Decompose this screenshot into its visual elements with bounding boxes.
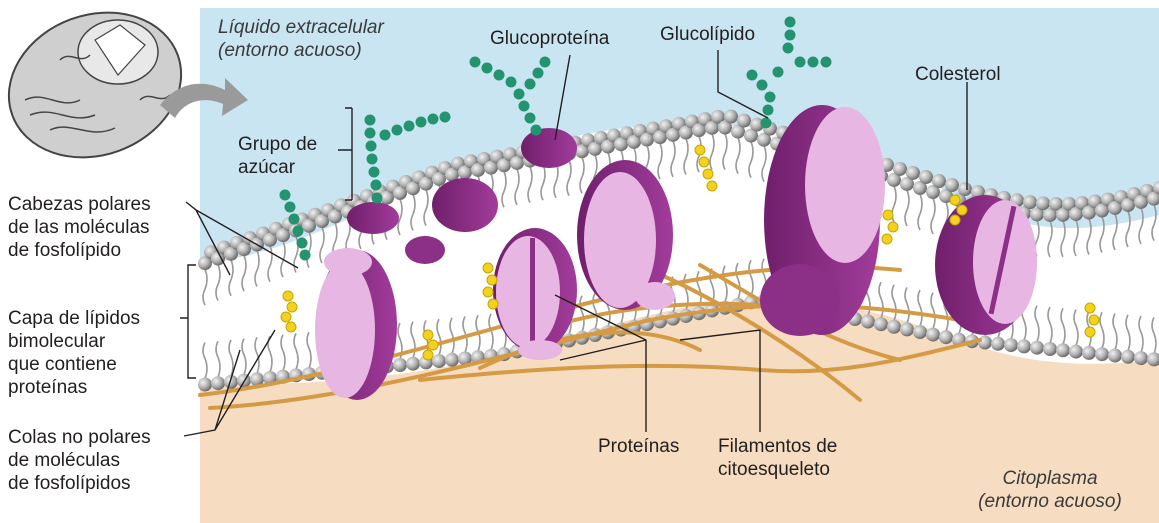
label-glycoprotein: Glucoproteína: [490, 28, 610, 49]
phospholipid-head: [1095, 347, 1109, 361]
phospholipid-head: [1004, 338, 1018, 352]
phospholipid-head: [1108, 349, 1122, 363]
protein-right: [935, 195, 1037, 335]
phospholipid-head: [198, 378, 212, 392]
phospholipid-head: [919, 170, 933, 184]
phospholipid-head: [1082, 346, 1096, 360]
label-polar-heads: Cabezas polaresde las moléculasde fosfol…: [8, 194, 151, 261]
phospholipid-head: [1030, 341, 1044, 355]
label-glycolipid: Glucolípido: [660, 24, 755, 45]
phospholipid-head: [926, 328, 940, 342]
phospholipid-head: [874, 317, 888, 331]
phospholipid-head: [978, 336, 992, 350]
phospholipid-head: [1017, 339, 1031, 353]
phospholipid-head: [737, 114, 751, 128]
phospholipid-head: [939, 330, 953, 344]
phospholipid-head: [432, 354, 446, 368]
phospholipid-head: [1043, 342, 1057, 356]
phospholipid-head: [945, 178, 959, 192]
label-cholesterol: Colesterol: [915, 64, 1001, 85]
phospholipid-head: [1121, 350, 1135, 364]
phospholipid-head: [893, 162, 907, 176]
phospholipid-head: [861, 315, 875, 329]
phospholipid-head: [393, 358, 407, 372]
phospholipid-head: [1036, 196, 1050, 210]
label-nonpolar-tails: Colas no polaresde moléculasde fosfolípi…: [8, 427, 151, 494]
phospholipid-head: [1134, 351, 1148, 365]
phospholipid-head: [406, 357, 420, 371]
cell-thumbnail: [0, 0, 202, 181]
phospholipid-head: [906, 166, 920, 180]
phospholipid-head: [900, 322, 914, 336]
phospholipid-head: [958, 182, 972, 196]
phospholipid-head: [445, 353, 459, 367]
phospholipid-head: [724, 110, 738, 124]
label-proteins: Proteínas: [598, 436, 679, 457]
phospholipid-head: [887, 320, 901, 334]
phospholipid-head: [211, 376, 225, 390]
phospholipid-head: [1023, 195, 1037, 209]
phospholipid-head: [932, 174, 946, 188]
phospholipid-head: [1056, 343, 1070, 357]
phospholipid-head: [1069, 345, 1083, 359]
phospholipid-head: [913, 325, 927, 339]
phospholipid-head: [991, 337, 1005, 351]
